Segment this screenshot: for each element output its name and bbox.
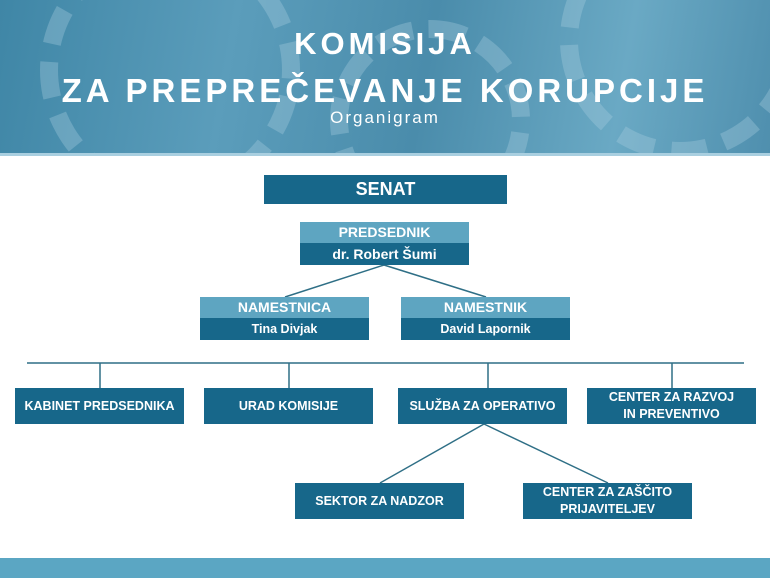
- connector: [483, 423, 609, 484]
- president-box: PREDSEDNIK dr. Robert Šumi: [300, 222, 469, 265]
- connector: [284, 264, 385, 298]
- unit-box-urad: URAD KOMISIJE: [204, 388, 373, 424]
- subunit-box-sektor: SEKTOR ZA NADZOR: [295, 483, 464, 519]
- deputy-box: NAMESTNIK David Lapornik: [401, 297, 570, 340]
- president-title: PREDSEDNIK: [300, 222, 469, 243]
- connector: [383, 264, 487, 298]
- deputy-title: NAMESTNICA: [200, 297, 369, 318]
- banner-divider: [0, 153, 770, 156]
- footer-bar: [0, 558, 770, 578]
- unit-box-center-razvoj: CENTER ZA RAZVOJ IN PREVENTIVO: [587, 388, 756, 424]
- president-name: dr. Robert Šumi: [300, 243, 469, 265]
- deputy-name: Tina Divjak: [200, 318, 369, 340]
- title-line1: KOMISIJA: [294, 26, 476, 61]
- deputy-box: NAMESTNICA Tina Divjak: [200, 297, 369, 340]
- subtitle: Organigram: [330, 108, 440, 127]
- title-line2: ZA PREPREČEVANJE KORUPCIJE: [61, 72, 709, 109]
- deputy-name: David Lapornik: [401, 318, 570, 340]
- connector: [379, 423, 485, 484]
- senat-box: SENAT: [264, 175, 507, 204]
- unit-box-kabinet: KABINET PREDSEDNIKA: [15, 388, 184, 424]
- header-banner: KOMISIJA ZA PREPREČEVANJE KORUPCIJE Orga…: [0, 0, 770, 153]
- unit-box-sluzba: SLUŽBA ZA OPERATIVO: [398, 388, 567, 424]
- deputy-title: NAMESTNIK: [401, 297, 570, 318]
- subunit-box-center-zascito: CENTER ZA ZAŠČITO PRIJAVITELJEV: [523, 483, 692, 519]
